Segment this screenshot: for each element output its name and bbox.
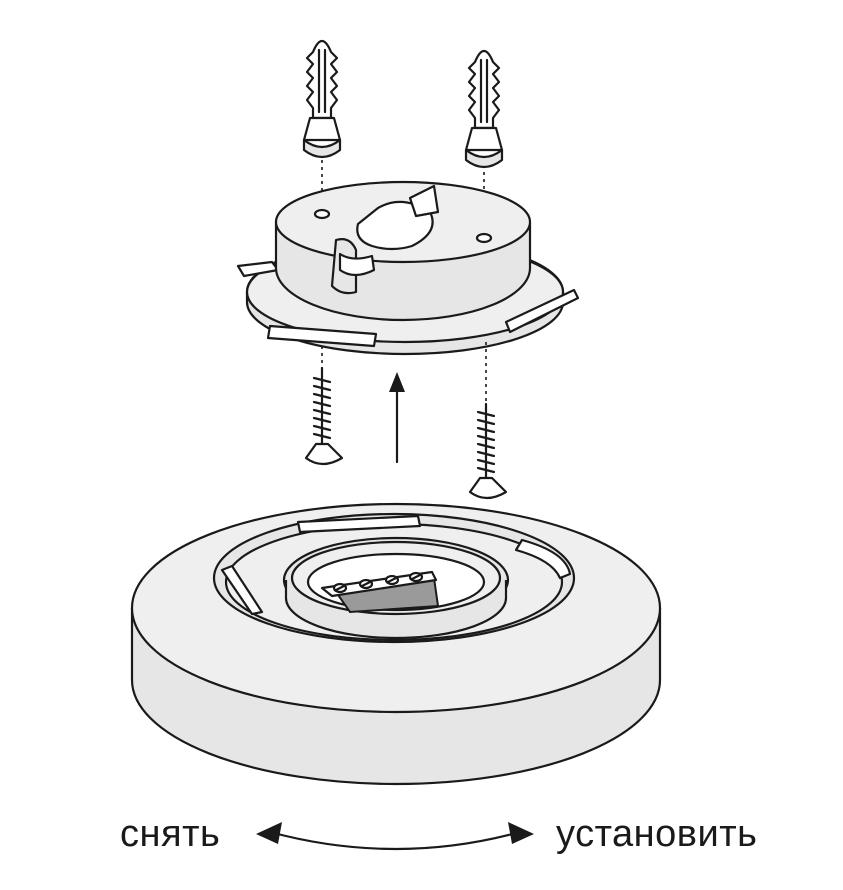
remove-label: снять bbox=[120, 813, 221, 855]
install-label: установить bbox=[556, 813, 758, 855]
double-headed-curved-arrow-icon bbox=[256, 822, 534, 851]
up-arrow-icon bbox=[389, 372, 405, 464]
wall-plug-left bbox=[302, 39, 342, 159]
screw-left bbox=[304, 366, 344, 466]
mounting-bracket bbox=[236, 180, 580, 356]
screw-right bbox=[468, 402, 508, 500]
terminal-block bbox=[320, 570, 440, 614]
wall-plug-right bbox=[464, 49, 504, 169]
terminal-screw-icons bbox=[332, 571, 424, 594]
lamp-base bbox=[130, 502, 662, 786]
